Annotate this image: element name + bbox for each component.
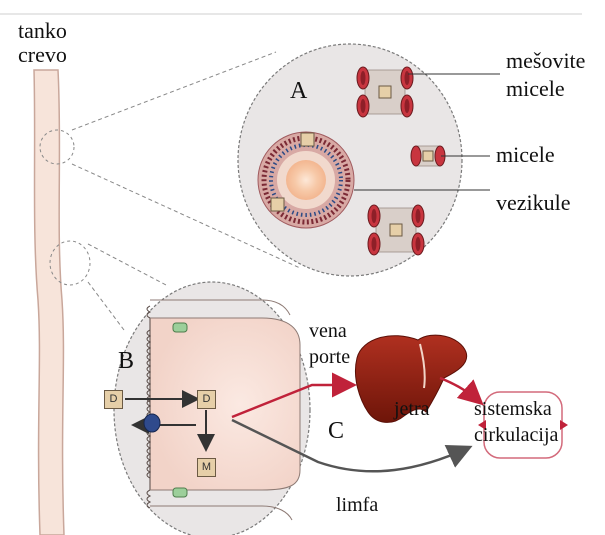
micelle-small: [411, 146, 445, 166]
label-lymph: limfa: [336, 494, 378, 517]
label-small-intestine-line1: tanko: [18, 18, 67, 44]
label-vesicles: vezikule: [496, 190, 571, 216]
metabolite-box: M: [197, 458, 216, 477]
panel-letter-a: A: [290, 78, 307, 105]
label-micelles: micele: [496, 142, 555, 168]
zoom-line-b-bottom: [88, 282, 124, 330]
panel-letter-b: B: [118, 348, 134, 375]
label-small-intestine-line2: crevo: [18, 42, 67, 68]
label-systemic-line1: sistemska: [474, 398, 552, 421]
mixed-micelle-top: [357, 67, 413, 117]
small-intestine-tube: [34, 70, 64, 535]
mixed-micelle-bottom: [368, 205, 424, 255]
label-mixed-micelles-line2: micele: [506, 76, 565, 102]
enterocyte-cell: [147, 300, 300, 520]
vitamin-d-box-cell: D: [197, 390, 216, 409]
label-liver: jetra: [394, 398, 430, 421]
label-systemic-line2: cirkulacija: [474, 424, 558, 447]
vitamin-d-box-vesicle-left: [271, 198, 284, 211]
vitamin-d-box-lumen: D: [104, 390, 123, 409]
transporter-protein: [144, 414, 160, 432]
panel-letter-c: C: [328, 418, 344, 445]
zoom-line-b-top: [88, 244, 168, 286]
loop-arrowhead-right: [560, 420, 568, 430]
label-portal-vein-line1: vena: [309, 320, 347, 343]
vitamin-d-box-vesicle-top: [301, 133, 314, 146]
label-portal-vein-line2: porte: [309, 346, 350, 369]
label-mixed-micelles-line1: mešovite: [506, 48, 585, 74]
